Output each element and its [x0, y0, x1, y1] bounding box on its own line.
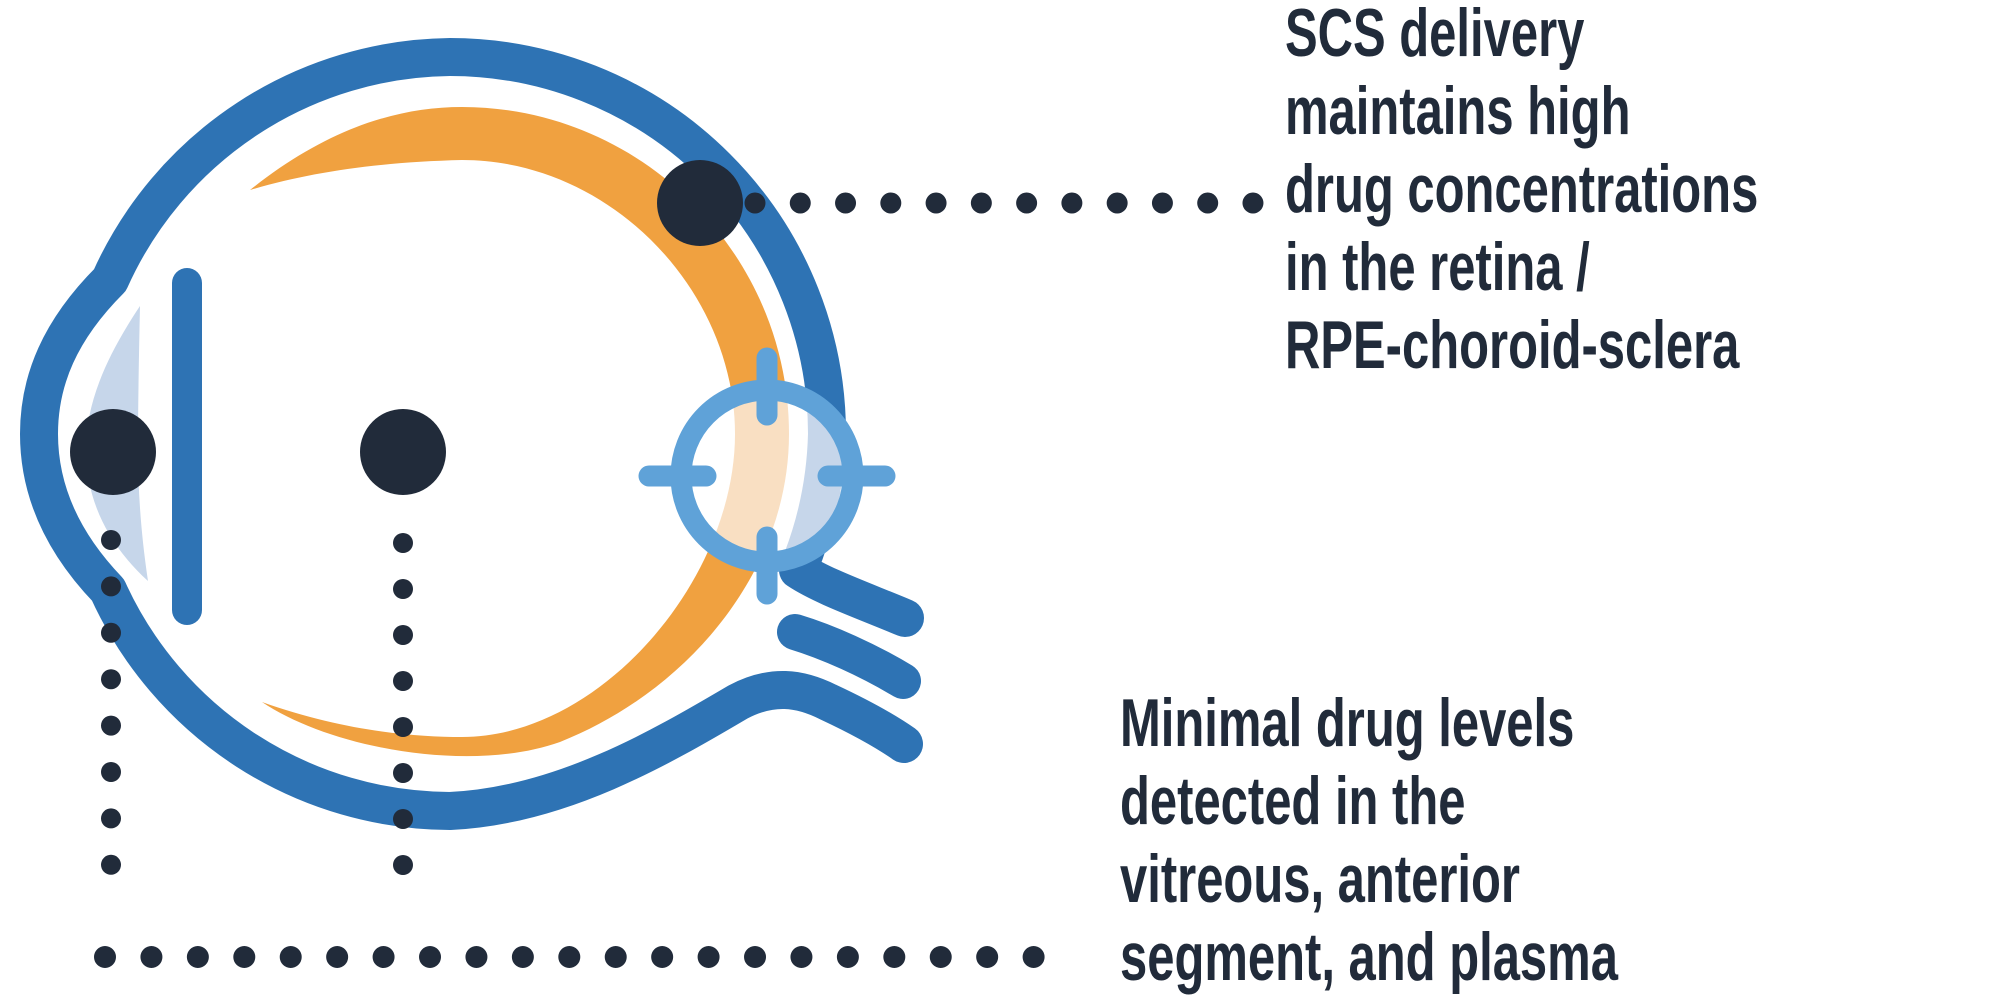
minimal-drug-levels-callout: Minimal drug levels detected in the vitr…	[1120, 685, 1618, 995]
crosshair-icon	[638, 347, 896, 605]
choroid-crescent	[250, 107, 789, 757]
eye-outline	[20, 38, 924, 830]
iris-bar	[172, 268, 202, 625]
optic-nerve-stroke	[777, 614, 921, 699]
vitreous-marker-dot	[360, 409, 446, 495]
scs-delivery-callout: SCS delivery maintains high drug concent…	[1285, 0, 1759, 383]
anterior-segment-marker-dot	[70, 409, 156, 495]
scs-marker-dot	[657, 160, 743, 246]
